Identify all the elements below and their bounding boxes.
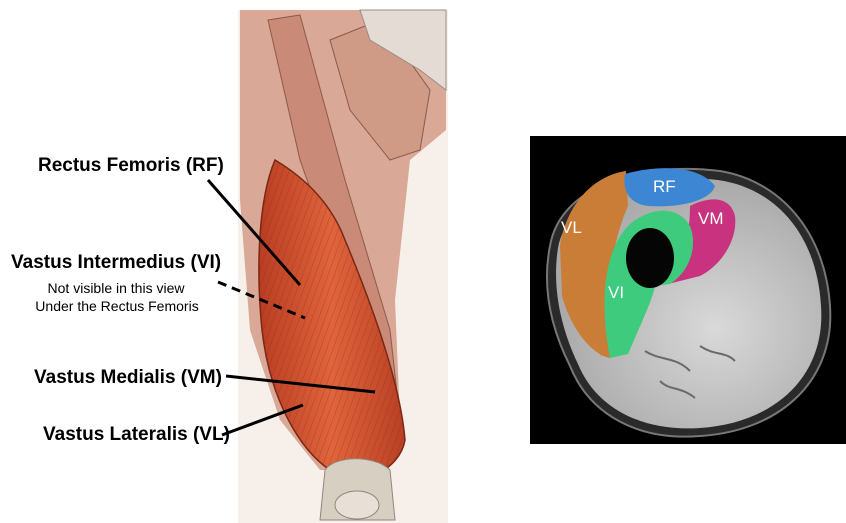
mri-vl-label: VL [561, 218, 582, 238]
vastus-medialis-label: Vastus Medialis (VM) [34, 367, 222, 389]
vastus-intermedius-note-1: Not visible in this view [36, 280, 196, 296]
mri-vi-label: VI [608, 283, 624, 303]
vastus-intermedius-note-2: Under the Rectus Femoris [32, 298, 202, 314]
mri-cross-section: RF VL VM VI [530, 136, 846, 444]
mri-svg [530, 136, 846, 444]
mri-vm-label: VM [698, 209, 724, 229]
mri-rf-label: RF [653, 177, 676, 197]
patella [335, 491, 379, 519]
rectus-femoris-label: Rectus Femoris (RF) [38, 155, 224, 177]
vastus-intermedius-label: Vastus Intermedius (VI) [11, 252, 221, 274]
vastus-lateralis-label: Vastus Lateralis (VL) [43, 424, 230, 446]
femur-cross-section [626, 228, 674, 288]
